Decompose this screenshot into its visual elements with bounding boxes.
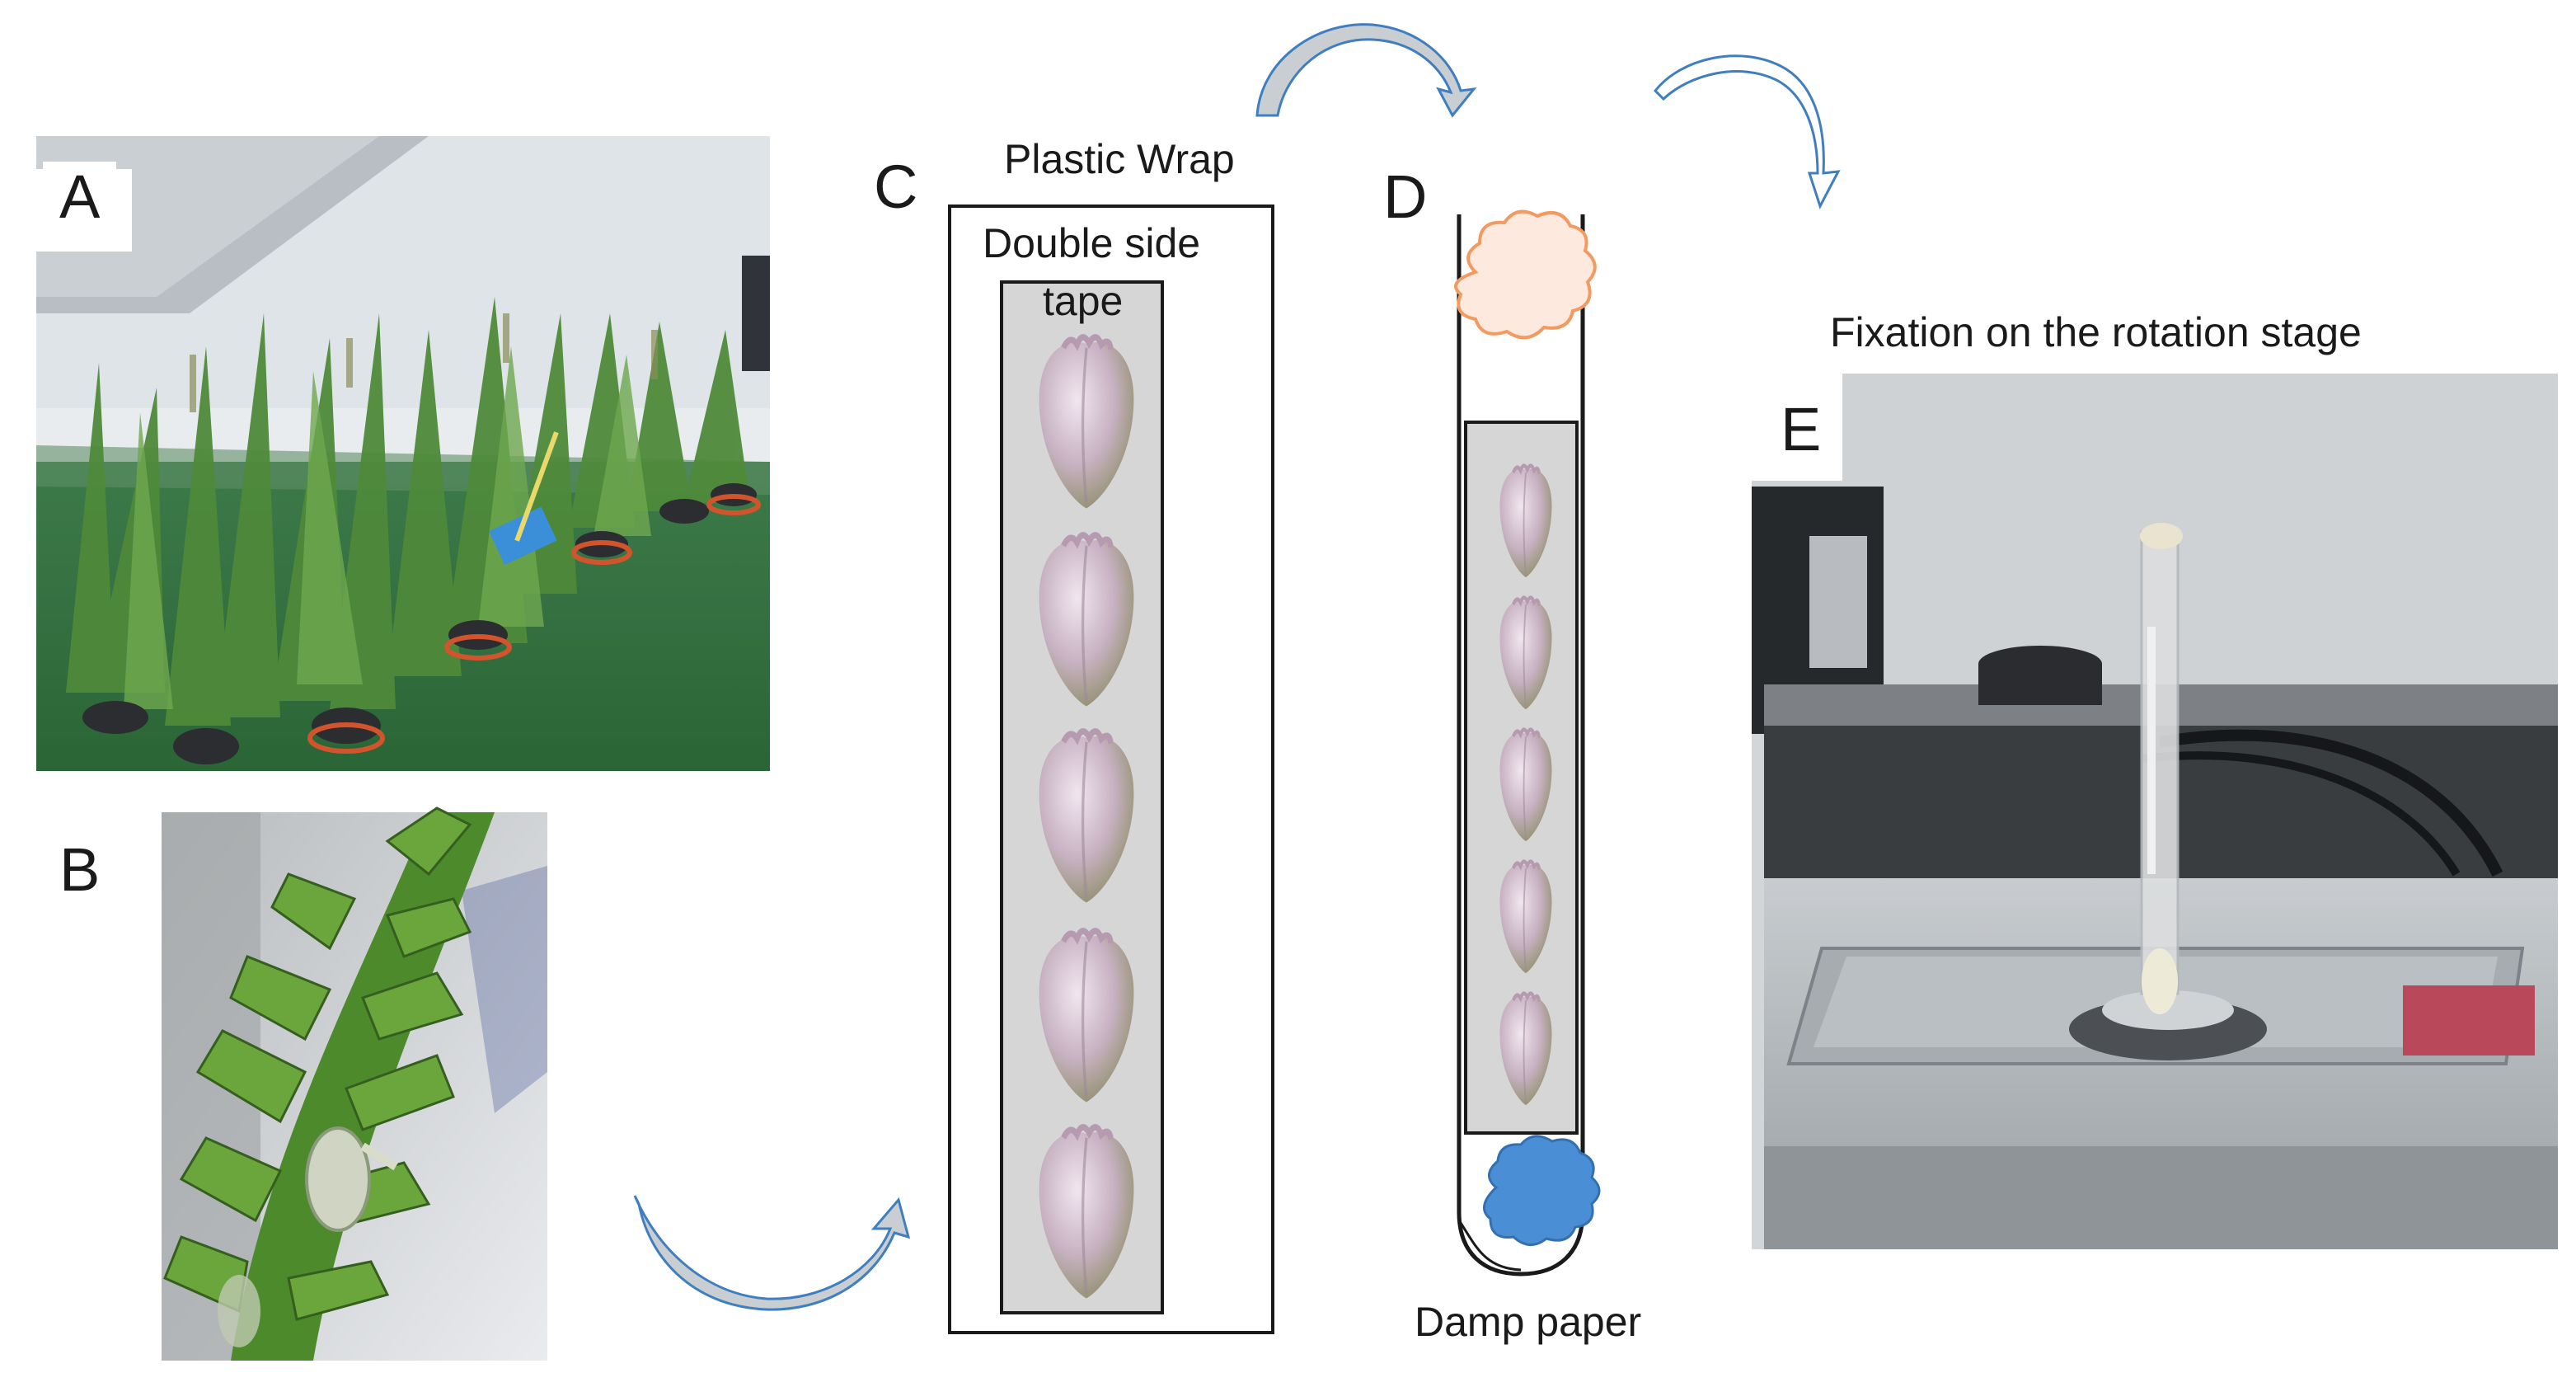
cotton-plug-icon bbox=[1483, 1135, 1601, 1246]
tape-label: tape bbox=[1043, 278, 1124, 324]
panel-letter-b: B bbox=[43, 835, 117, 905]
panel-letter-d: D bbox=[1383, 162, 1428, 231]
panel-d-diagram bbox=[1454, 209, 1601, 1277]
double-side-label: Double side bbox=[983, 220, 1201, 266]
panel-letter-a: A bbox=[43, 162, 117, 233]
panel-letter-c: C bbox=[874, 153, 918, 221]
damp-paper-label: Damp paper bbox=[1415, 1299, 1642, 1345]
curved-arrow-icon bbox=[1255, 23, 1477, 118]
fixation-caption: Fixation on the rotation stage bbox=[1830, 309, 2362, 355]
panel-c-diagram bbox=[948, 205, 1274, 1334]
curved-arrow-icon bbox=[633, 1195, 911, 1311]
plastic-wrap-label: Plastic Wrap bbox=[1004, 136, 1235, 182]
sample-tube bbox=[1457, 214, 1585, 1277]
panel-e-photo bbox=[1752, 374, 2558, 1249]
cotton-plug-icon bbox=[1454, 209, 1597, 340]
panel-a-photo bbox=[36, 136, 770, 771]
panel-b-photo bbox=[162, 806, 547, 1361]
curved-arrow-icon bbox=[1653, 54, 1841, 209]
panel-letter-e: E bbox=[1764, 394, 1838, 465]
